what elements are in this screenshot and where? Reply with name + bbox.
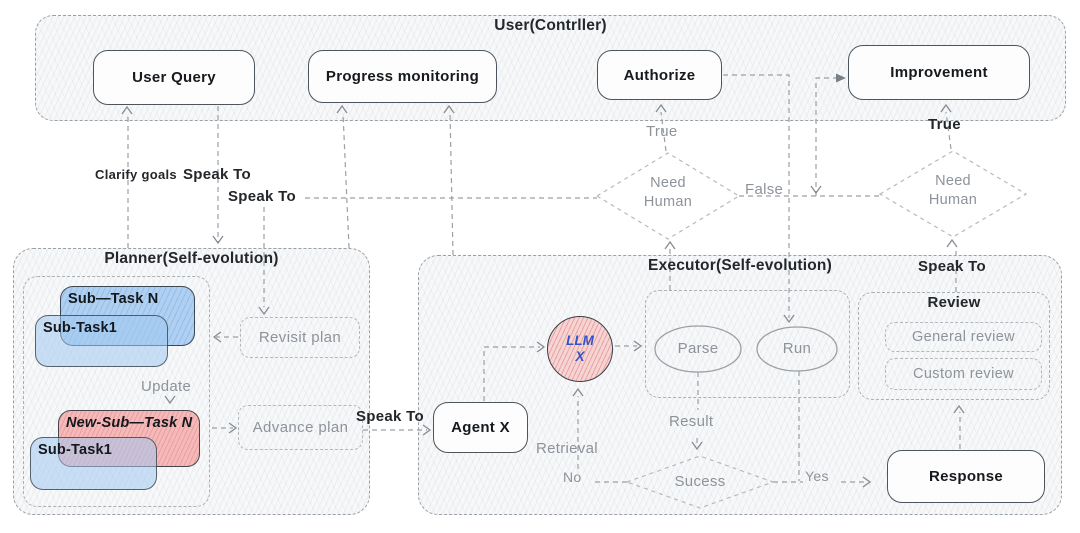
edge-executor-progress <box>449 112 454 256</box>
sub-task1-bottom-box: Sub-Task1 <box>30 437 157 490</box>
speak-to-planner-label: Speak To <box>228 188 296 205</box>
sub-task1-top-box: Sub-Task1 <box>35 315 168 367</box>
edge-planner-progress <box>342 112 350 249</box>
run-ellipse <box>756 326 838 372</box>
no-label: No <box>563 469 582 485</box>
improvement-node: Improvement <box>848 45 1030 100</box>
edge-branch-improvement <box>815 77 836 196</box>
yes-label: Yes <box>805 468 829 484</box>
true-left-label: True <box>646 123 678 140</box>
speak-to-user-label: Speak To <box>183 166 251 183</box>
advance-plan-box: Advance plan <box>238 405 363 450</box>
agent-x-node: Agent X <box>433 402 528 453</box>
run-label: Run <box>782 340 812 357</box>
llm-label-line1: LLM <box>566 333 594 348</box>
speak-to-agent-label: Speak To <box>356 408 424 425</box>
general-review-box: General review <box>885 322 1042 352</box>
edge-agent-to-llm <box>483 346 540 401</box>
response-node: Response <box>887 450 1045 503</box>
llm-label-line2: X <box>575 349 585 364</box>
edge-update-arrow <box>164 395 176 405</box>
review-group <box>858 292 1050 400</box>
parse-label: Parse <box>677 340 719 357</box>
custom-review-box: Custom review <box>885 358 1042 390</box>
need-human-left-line2: Human <box>643 194 693 210</box>
edge-true-authorize <box>660 111 667 152</box>
retrieval-label: Retrieval <box>536 440 598 457</box>
true-right-label: True <box>928 116 961 133</box>
need-human-left-label: Need Human <box>628 174 708 212</box>
user-query-node: User Query <box>93 50 255 105</box>
progress-monitoring-node: Progress monitoring <box>308 50 497 103</box>
update-label: Update <box>141 378 192 395</box>
planner-container-title: Planner(Self-evolution) <box>104 250 279 267</box>
review-title: Review <box>927 294 981 311</box>
need-human-left-line1: Need <box>650 175 686 191</box>
parse-run-group <box>645 290 850 398</box>
success-diamond-label: Sucess <box>674 473 726 490</box>
false-label: False <box>745 181 784 198</box>
revisit-plan-box: Revisit plan <box>240 317 360 358</box>
executor-container-title: Executor(Self-evolution) <box>648 257 832 274</box>
need-human-right-label: Need Human <box>913 172 993 210</box>
speak-to-review-label: Speak To <box>918 258 986 275</box>
need-human-right-line2: Human <box>928 192 978 208</box>
edge-authorize-to-run <box>723 74 790 318</box>
edge-true-improvement <box>945 111 952 150</box>
need-human-right-line1: Need <box>935 173 971 189</box>
subtask-group <box>23 276 210 507</box>
clarify-goals-label: Clarify goals <box>95 167 177 182</box>
need-human-right-diamond <box>878 150 1028 238</box>
authorize-node: Authorize <box>597 50 722 100</box>
llm-circle: LLM X <box>547 316 613 382</box>
user-container-title: User(Contrller) <box>494 17 607 34</box>
result-label: Result <box>669 413 714 430</box>
